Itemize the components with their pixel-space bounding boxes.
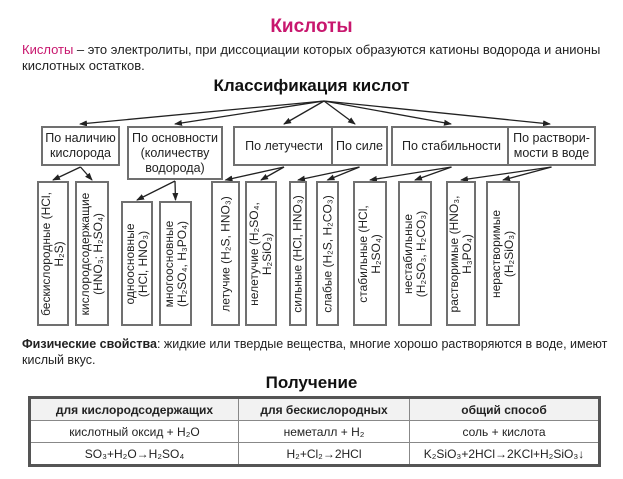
category-box: По раствори-мости в воде: [507, 126, 596, 166]
category-label: По стабильности: [402, 139, 501, 154]
subcategory-label: бескислородные (HCl,H₂S): [39, 192, 66, 316]
subcategory-label: слабые (H₂S, H₂CO₃): [320, 194, 334, 313]
subcategory-label-line: (H₂SiO₃): [502, 230, 516, 277]
subcategory-label-line: H₂SiO₃): [260, 232, 274, 275]
physical-properties: Физические свойства: жидкие или твердые …: [22, 336, 612, 368]
category-label-line: (количеству: [140, 145, 210, 160]
header-general: общий способ: [409, 397, 600, 421]
table-cell: неметалл + H₂: [238, 420, 410, 443]
subcategory-box: летучие (H₂S, HNO₃): [211, 181, 240, 326]
table-row: кислотный оксид + H₂O неметалл + H₂ соль…: [29, 420, 600, 443]
subcategory-label-line: (H₂SO₄, H₃PO₄): [174, 220, 189, 307]
arrow-icon: [79, 100, 325, 127]
subcategory-label: летучие (H₂S, HNO₃): [218, 195, 232, 312]
subcategory-label: кислородсодержащие(HNO₃; H₂SO₄): [78, 192, 105, 315]
arrow-icon: [369, 166, 452, 182]
arrow-icon: [323, 100, 452, 126]
arrow-icon: [80, 166, 93, 181]
subcategory-box: бескислородные (HCl,H₂S): [37, 181, 69, 326]
category-label-line: По летучести: [245, 138, 323, 153]
subcategory-label: одноосновные(HCl, HNO₃): [123, 223, 150, 304]
subcategory-box: стабильные (HCl,H₂SO₄): [353, 181, 387, 326]
category-label: По раствори-мости в воде: [513, 131, 590, 160]
table-row: SO₃+H₂O→H₂SO₄ H₂+Cl₂→2HCl K₂SiO₃+2HCl→2K…: [29, 442, 600, 466]
subcategory-label: многоосновные(H₂SO₄, H₃PO₄): [161, 220, 189, 307]
intro-definition: Кислоты – это электролиты, при диссоциац…: [22, 42, 602, 74]
arrow-icon: [502, 166, 552, 182]
arrow-icon: [283, 100, 325, 125]
subcategory-box: нерастворимые(H₂SiO₃): [486, 181, 520, 326]
arrow-icon: [323, 100, 356, 125]
arrow-icon: [224, 166, 285, 182]
subcategory-label: растворимые (HNO₃,H₃PO₄): [448, 195, 474, 312]
subcategory-label-line: (HNO₃; H₂SO₄): [91, 212, 105, 295]
subcategory-box: сильные (HCl, HNO₃): [289, 181, 307, 326]
header-oxygen-free: для бескислородных: [238, 397, 410, 421]
subcategory-label-line: слабые (H₂S, H₂CO₃): [320, 194, 334, 313]
table-cell: SO₃+H₂O→H₂SO₄: [29, 442, 239, 466]
subcategory-box: кислородсодержащие(HNO₃; H₂SO₄): [75, 181, 109, 326]
category-box: По силе: [331, 126, 388, 166]
page-title: Кислоты: [270, 16, 353, 37]
category-label-line: По стабильности: [402, 138, 501, 153]
category-label-line: По основности: [132, 130, 218, 145]
subcategory-label-line: (HCl, HNO₃): [136, 230, 150, 297]
category-box: По летучести: [233, 126, 335, 166]
subcategory-box: растворимые (HNO₃,H₃PO₄): [446, 181, 476, 326]
arrow-icon: [52, 166, 81, 181]
arrow-icon: [172, 180, 179, 201]
subcategory-label-line: летучие (H₂S, HNO₃): [218, 195, 232, 312]
subcategory-label: сильные (HCl, HNO₃): [290, 194, 305, 313]
category-label-line: водорода): [145, 160, 205, 175]
subcategory-box: слабые (H₂S, H₂CO₃): [316, 181, 339, 326]
table-cell: соль + кислота: [409, 420, 600, 443]
subcategory-box: многоосновные(H₂SO₄, H₃PO₄): [159, 201, 192, 326]
subcategory-label-line: многоосновные: [161, 220, 176, 307]
category-box: По стабильности: [391, 126, 512, 166]
arrow-icon: [323, 100, 551, 127]
arrow-icon: [260, 166, 285, 181]
subcategory-box: нестабильные(H₂SO₃, H₂CO₃): [398, 181, 432, 326]
category-label-line: По силе: [336, 138, 383, 153]
subcategory-label-line: H₂S): [52, 240, 66, 267]
subcategory-box: нелетучие (H₂SO₄,H₂SiO₃): [245, 181, 277, 326]
arrow-icon: [136, 180, 176, 201]
physical-text: : жидкие или твердые вещества, многие хо…: [22, 337, 608, 367]
arrow-icon: [174, 100, 325, 126]
physical-label: Физические свойства: [22, 337, 157, 351]
preparation-title: Получение: [265, 373, 358, 392]
header-oxygen: для кислородсодержащих: [29, 397, 239, 421]
subcategory-label-line: (H₂SO₃, H₂CO₃): [414, 210, 428, 297]
subcategory-label: нелетучие (H₂SO₄,H₂SiO₃): [247, 202, 274, 306]
intro-text: – это электролиты, при диссоциации котор…: [22, 42, 601, 73]
category-label-line: кислорода: [50, 146, 111, 160]
category-label: По силе: [336, 139, 383, 154]
arrow-icon: [460, 166, 552, 182]
table-cell: H₂+Cl₂→2HCl: [238, 442, 410, 466]
classification-title: Классификация кислот: [213, 76, 410, 95]
subcategory-label: нестабильные(H₂SO₃, H₂CO₃): [401, 210, 428, 297]
subcategory-label: нерастворимые(H₂SiO₃): [489, 210, 516, 298]
subcategory-label-line: сильные (HCl, HNO₃): [290, 194, 305, 313]
intro-term: Кислоты: [22, 42, 74, 57]
arrow-icon: [297, 166, 360, 182]
arrow-icon: [326, 166, 360, 181]
table-cell: кислотный оксид + H₂O: [29, 420, 239, 443]
subcategory-label: стабильные (HCl,H₂SO₄): [356, 205, 383, 302]
subcategory-label-line: H₃PO₄): [460, 233, 474, 274]
category-label-line: По наличию: [45, 131, 116, 145]
category-label: По летучести: [245, 139, 323, 154]
subcategory-label-line: H₂SO₄): [369, 233, 383, 274]
arrow-icon: [414, 166, 452, 181]
subcategory-box: одноосновные(HCl, HNO₃): [121, 201, 153, 326]
preparation-table: для кислородсодержащих для бескислородны…: [28, 396, 601, 467]
table-header-row: для кислородсодержащих для бескислородны…: [29, 397, 600, 421]
table-cell: K₂SiO₃+2HCl→2KCl+H₂SiO₃↓: [409, 442, 600, 466]
